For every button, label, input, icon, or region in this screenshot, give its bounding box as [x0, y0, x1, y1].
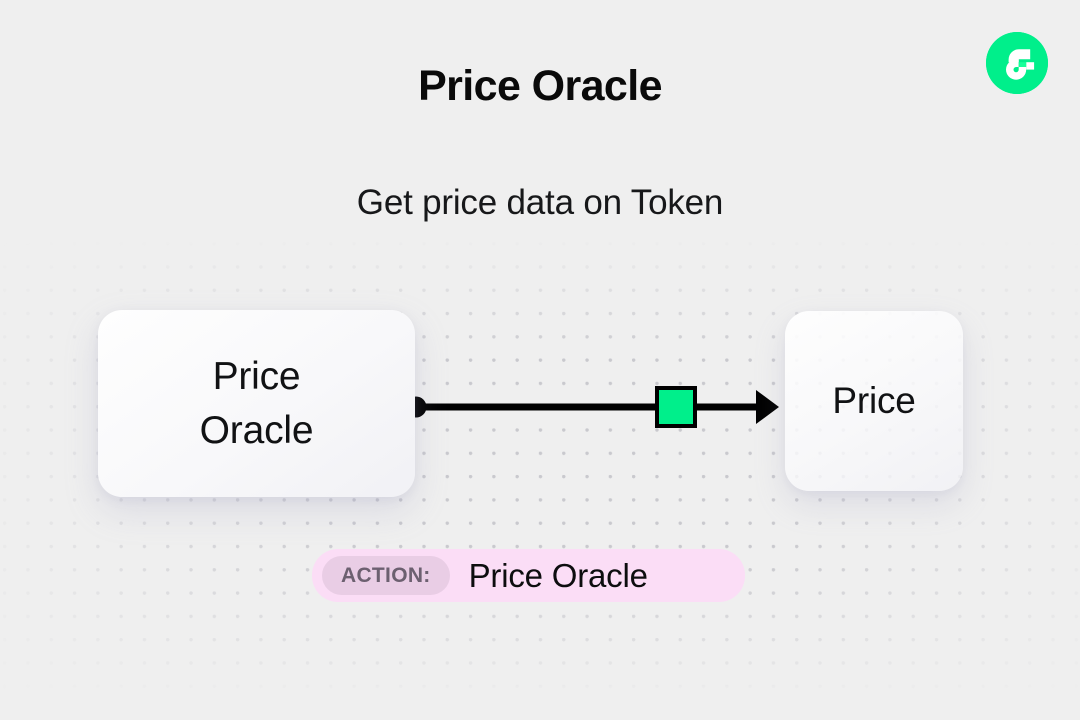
node-price-oracle-label: Price Oracle	[199, 354, 314, 452]
connector-arrowhead-icon	[756, 390, 779, 424]
action-value: Price Oracle	[468, 556, 648, 594]
connector-edge	[405, 386, 779, 428]
flow-logo	[986, 32, 1048, 94]
action-pill: ACTION: Price Oracle	[312, 549, 745, 602]
page-subtitle: Get price data on Token	[356, 183, 724, 222]
page-title: Price Oracle	[418, 62, 662, 110]
node-price-oracle[interactable]: Price Oracle	[98, 310, 415, 497]
action-tag-label: ACTION:	[322, 556, 450, 595]
node-price[interactable]: Price	[785, 311, 963, 491]
connector-midpoint-square-icon	[655, 386, 697, 428]
node-price-label: Price	[832, 379, 916, 421]
